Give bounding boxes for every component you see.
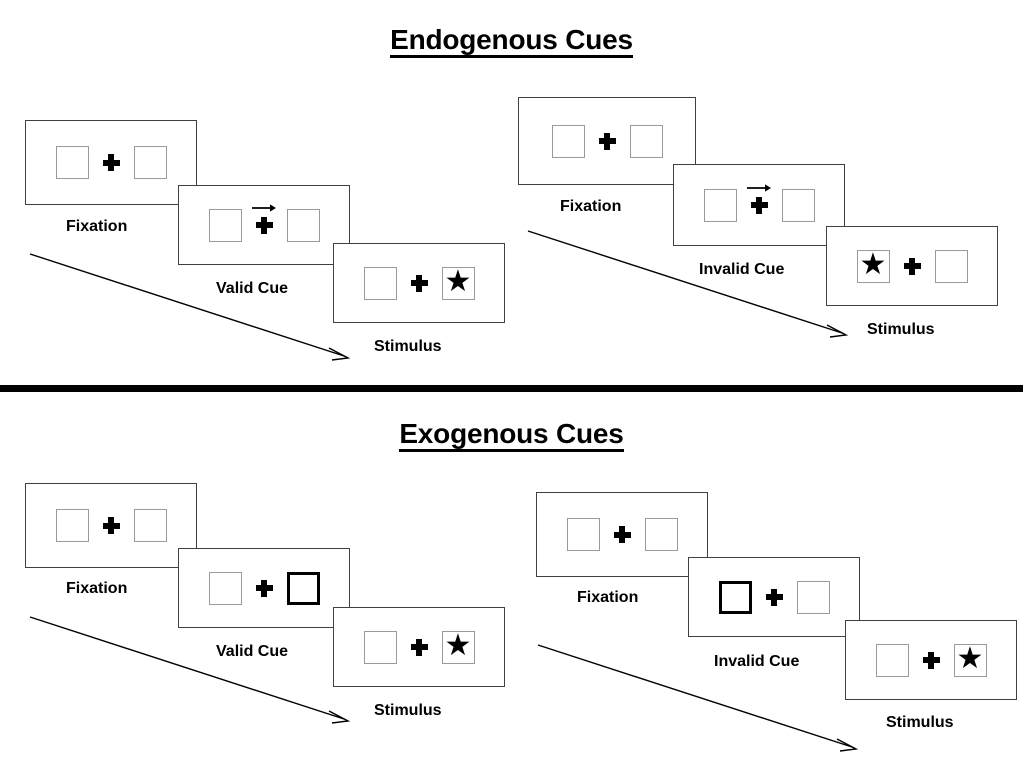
panel-content: ★ xyxy=(846,642,1016,677)
panel-exogenous-valid-stimulus[interactable]: ★ xyxy=(333,607,505,687)
panel-endogenous-invalid-stimulus[interactable]: ★ xyxy=(826,226,998,306)
panel-exogenous-valid-cue[interactable] xyxy=(178,548,350,628)
fixation-cross-icon xyxy=(410,638,428,656)
panel-endogenous-valid-cue[interactable] xyxy=(178,185,350,265)
panel-endogenous-invalid-cue[interactable] xyxy=(673,164,845,246)
caption-exogenous-valid-cue: Valid Cue xyxy=(216,643,289,660)
caption-exogenous-invalid-cue: Invalid Cue xyxy=(714,653,800,670)
panel-exogenous-invalid-cue[interactable] xyxy=(688,557,860,637)
caption-exogenous-invalid-fixation: Fixation xyxy=(577,589,639,606)
panel-content: ★ xyxy=(334,629,504,664)
panel-endogenous-valid-fixation[interactable] xyxy=(25,120,197,205)
time-arrow-endogenous-invalid xyxy=(527,230,849,338)
star-icon: ★ xyxy=(956,642,984,675)
star-icon: ★ xyxy=(444,265,472,298)
exogenous-section-title: Exogenous Cues xyxy=(0,418,1023,453)
panel-content: ★ xyxy=(827,248,997,283)
right-box xyxy=(286,208,320,242)
panel-content xyxy=(519,124,695,158)
panel-content xyxy=(674,183,844,222)
fixation-cross-icon xyxy=(922,651,940,669)
left-box xyxy=(363,630,397,664)
fixation-cross-icon xyxy=(102,517,120,534)
panel-content xyxy=(179,571,349,605)
right-box xyxy=(133,146,167,179)
fixation-cross-icon xyxy=(255,579,273,597)
caption-exogenous-invalid-stimulus: Stimulus xyxy=(886,714,954,731)
section-divider xyxy=(0,385,1023,392)
time-arrow-exogenous-valid xyxy=(29,616,351,724)
panel-content xyxy=(26,146,196,179)
caption-exogenous-valid-fixation: Fixation xyxy=(66,580,128,597)
endogenous-section-title: Endogenous Cues xyxy=(0,24,1023,59)
right-box-cued xyxy=(286,571,320,605)
panel-exogenous-valid-fixation[interactable] xyxy=(25,483,197,568)
left-box xyxy=(363,266,397,300)
caption-endogenous-valid-stimulus: Stimulus xyxy=(374,338,442,355)
caption-endogenous-valid-fixation: Fixation xyxy=(66,218,128,235)
star-icon: ★ xyxy=(444,629,472,662)
left-box xyxy=(703,188,737,222)
caption-endogenous-invalid-cue: Invalid Cue xyxy=(699,261,785,278)
exogenous-title-text: Exogenous Cues xyxy=(399,419,624,453)
caption-endogenous-valid-cue: Valid Cue xyxy=(216,280,289,297)
panel-content xyxy=(537,518,707,551)
left-box xyxy=(208,571,242,605)
caption-exogenous-valid-stimulus: Stimulus xyxy=(374,702,442,719)
left-box-target: ★ xyxy=(856,248,890,283)
panel-exogenous-invalid-fixation[interactable] xyxy=(536,492,708,577)
right-box-target: ★ xyxy=(441,265,475,300)
star-icon: ★ xyxy=(859,248,887,281)
right-box xyxy=(629,124,663,158)
panel-content xyxy=(26,509,196,542)
left-box xyxy=(875,643,909,677)
fixation-cross-icon xyxy=(102,154,120,171)
left-box xyxy=(55,509,89,542)
fixation-cross-icon xyxy=(598,132,616,150)
left-box xyxy=(566,518,600,551)
right-box xyxy=(781,188,815,222)
time-arrow-endogenous-valid xyxy=(29,253,351,361)
fixation-cross-icon xyxy=(252,203,276,234)
cue-arrow-right-icon xyxy=(747,183,771,192)
right-box-target: ★ xyxy=(953,642,987,677)
fixation-cross-icon xyxy=(747,183,771,214)
fixation-cross-icon xyxy=(613,526,631,543)
caption-endogenous-invalid-stimulus: Stimulus xyxy=(867,321,935,338)
fixation-cross-icon xyxy=(903,257,921,275)
endogenous-title-text: Endogenous Cues xyxy=(390,25,633,59)
fixation-cross-icon xyxy=(765,588,783,606)
right-box-target: ★ xyxy=(441,629,475,664)
right-box xyxy=(644,518,678,551)
panel-content: ★ xyxy=(334,265,504,300)
right-box xyxy=(133,509,167,542)
left-box xyxy=(55,146,89,179)
left-box-cued xyxy=(718,580,752,614)
time-arrow-exogenous-invalid xyxy=(537,644,859,752)
panel-content xyxy=(689,580,859,614)
left-box xyxy=(551,124,585,158)
caption-endogenous-invalid-fixation: Fixation xyxy=(560,198,622,215)
panel-endogenous-valid-stimulus[interactable]: ★ xyxy=(333,243,505,323)
panel-content xyxy=(179,203,349,242)
fixation-cross-icon xyxy=(410,274,428,292)
left-box xyxy=(208,208,242,242)
panel-exogenous-invalid-stimulus[interactable]: ★ xyxy=(845,620,1017,700)
panel-endogenous-invalid-fixation[interactable] xyxy=(518,97,696,185)
right-box xyxy=(934,249,968,283)
cue-arrow-right-icon xyxy=(252,203,276,212)
right-box xyxy=(796,580,830,614)
